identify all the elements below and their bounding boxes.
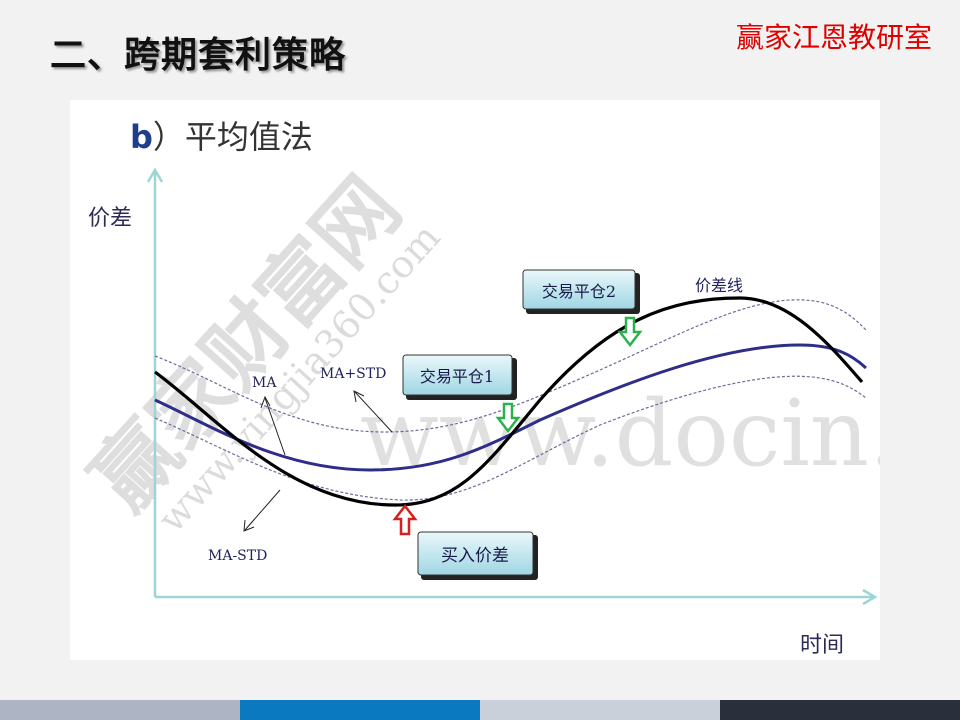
heading-letter: b [130, 118, 153, 156]
buy-up-arrow-icon [392, 503, 418, 536]
axes [146, 167, 878, 606]
close-1-label: 交易平仓1 [420, 367, 494, 386]
close-2-box: 交易平仓2 [522, 269, 640, 314]
footer-bar-1 [0, 700, 240, 720]
ma-plus-std-line [154, 299, 867, 433]
y-axis-arrow-icon [146, 167, 164, 183]
footer-bar-3 [480, 700, 720, 720]
brand-text: 赢家江恩教研室 [735, 21, 932, 54]
ma-pointer-arrow [264, 397, 286, 456]
ma-minus-std-line [154, 375, 867, 501]
diagram-panel: b）平均值法 赢家财富网 www.yingjia360.com www.doci… [70, 100, 960, 660]
label-ma-plus-std: MA+STD [320, 366, 386, 382]
x-axis-arrow-icon [862, 588, 878, 606]
slide-title: 二、跨期套利策略 [50, 35, 347, 76]
y-axis-label: 价差 [88, 206, 132, 231]
label-ma: MA [252, 375, 277, 391]
heading-text: ）平均值法 [153, 118, 313, 156]
svg-text:b）平均值法: b）平均值法 [130, 118, 313, 156]
ma-line [154, 343, 868, 472]
mean-method-diagram: b）平均值法 赢家财富网 www.yingjia360.com www.doci… [74, 118, 960, 658]
footer-bar-2 [240, 700, 480, 720]
close-1-down-arrow-icon [495, 402, 521, 434]
footer-color-bars [0, 700, 960, 720]
ma-plus-std-pointer-arrow [354, 391, 393, 433]
label-spread-line: 价差线 [695, 276, 743, 295]
close-2-label: 交易平仓2 [542, 282, 616, 301]
close-1-box: 交易平仓1 [402, 354, 517, 400]
close-2-down-arrow-icon [617, 316, 643, 348]
ma-minus-std-pointer-arrow [244, 489, 281, 531]
spread-line [154, 296, 864, 507]
buy-box: 买入价差 [417, 531, 538, 580]
footer-bar-4 [720, 700, 960, 720]
x-axis-label: 时间 [800, 633, 844, 658]
buy-label: 买入价差 [441, 546, 509, 566]
label-ma-minus-std: MA-STD [208, 548, 267, 564]
